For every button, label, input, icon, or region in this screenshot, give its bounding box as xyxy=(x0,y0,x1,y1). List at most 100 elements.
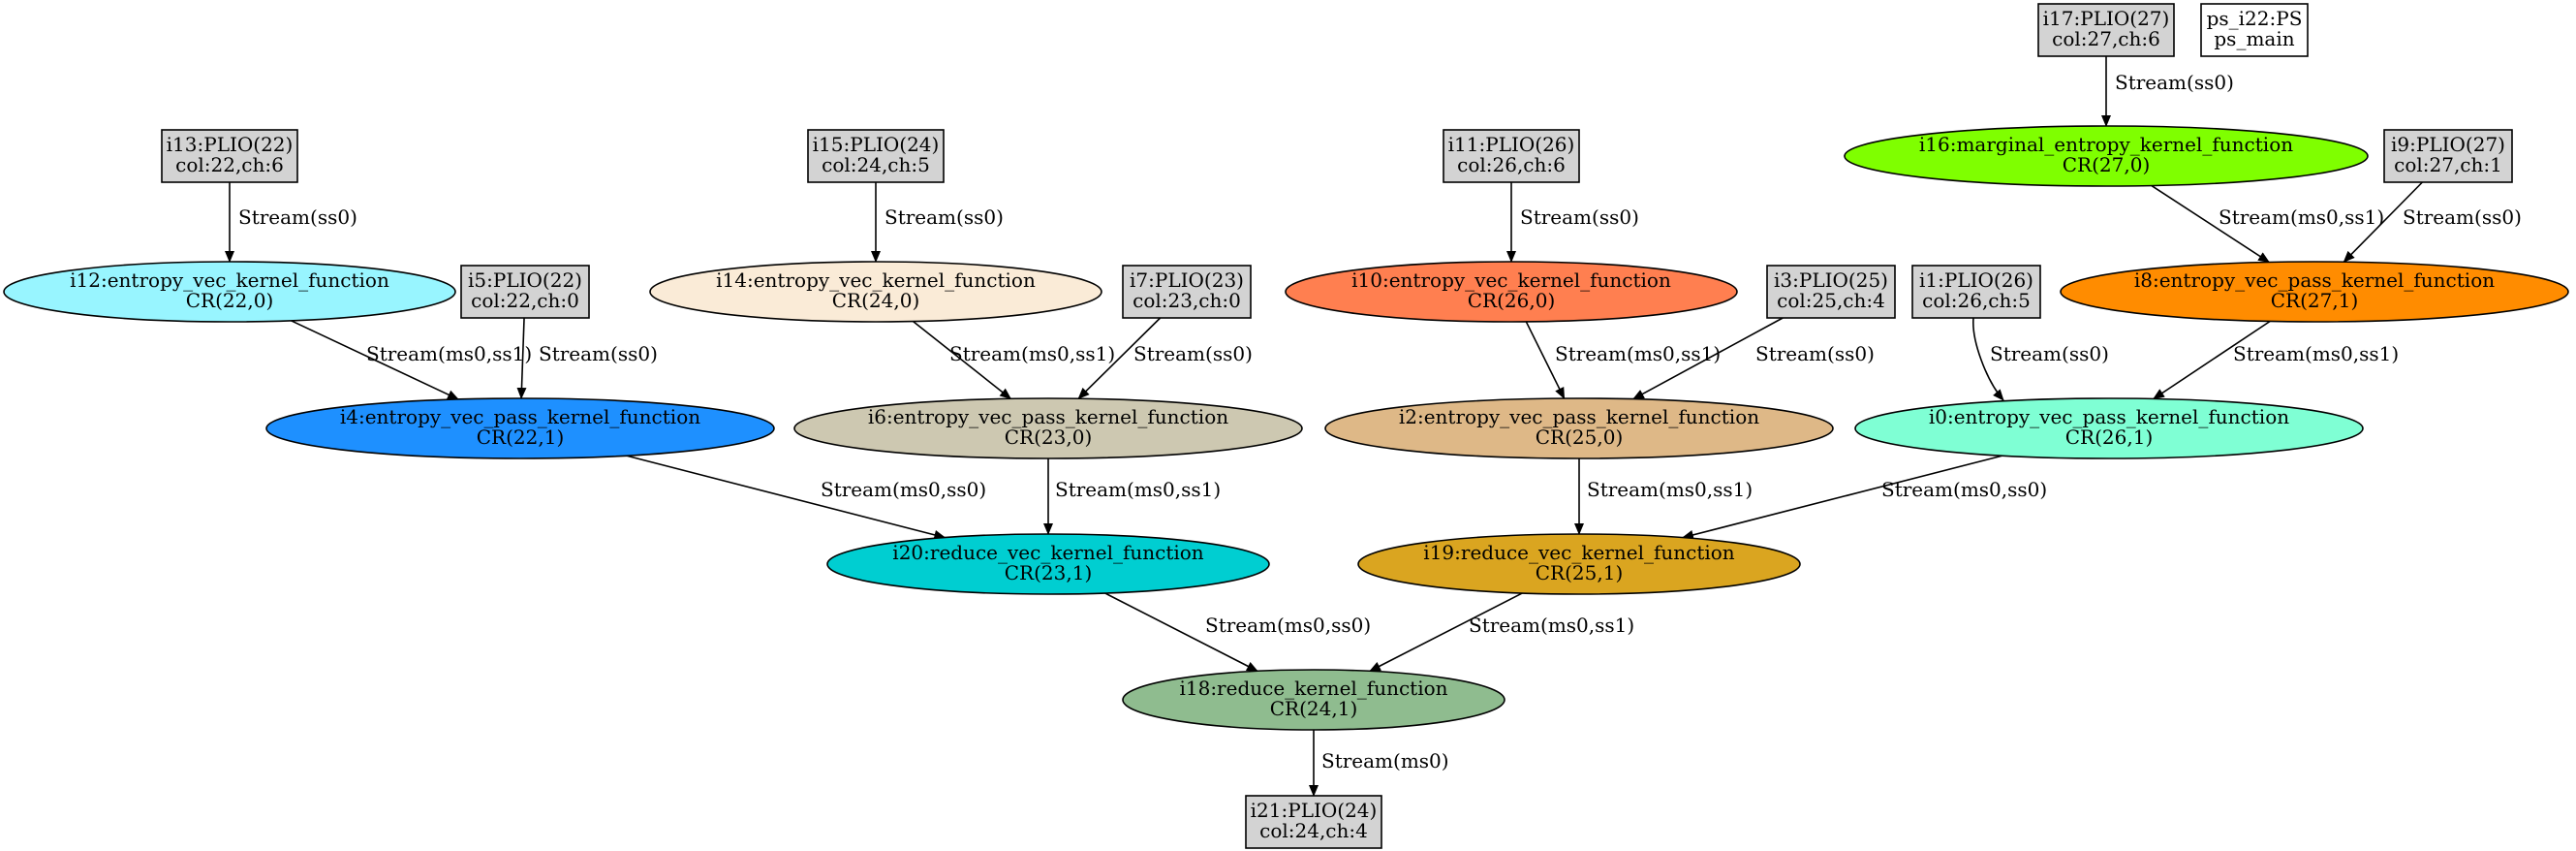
node-i13-label-0: i13:PLIO(22) xyxy=(167,133,294,156)
edge-i19-i18: Stream(ms0,ss1) xyxy=(1369,592,1634,673)
node-i8-label-0: i8:entropy_vec_pass_kernel_function xyxy=(2134,268,2495,292)
node-ps_i22-label-1: ps_main xyxy=(2214,27,2294,50)
edge-i16-i8: Stream(ms0,ss1) xyxy=(2151,184,2384,264)
node-i18-shape xyxy=(1122,669,1505,731)
node-i20-label-0: i20:reduce_vec_kernel_function xyxy=(892,541,1204,564)
node-i11: i11:PLIO(26)col:26,ch:6 xyxy=(1443,129,1580,183)
edge-i5-i4-line xyxy=(516,317,527,399)
node-i14-label-0: i14:entropy_vec_kernel_function xyxy=(716,268,1036,292)
edge-i0-i19-label: Stream(ms0,ss0) xyxy=(1881,478,2047,501)
edge-i18-i21: Stream(ms0) xyxy=(1309,730,1449,797)
node-i9: i9:PLIO(27)col:27,ch:1 xyxy=(2383,129,2513,183)
node-i10-label-1: CR(26,0) xyxy=(1468,289,1556,312)
edge-i2-i19: Stream(ms0,ss1) xyxy=(1574,458,1753,535)
node-i3-label-0: i3:PLIO(25) xyxy=(1774,268,1888,292)
node-i14-label-1: CR(24,0) xyxy=(832,289,920,312)
edge-i14-i6-label: Stream(ms0,ss1) xyxy=(949,342,1115,365)
edge-i7-i6-line xyxy=(1077,317,1162,399)
node-i20-shape xyxy=(826,533,1270,595)
edge-i5-i4-label: Stream(ss0) xyxy=(539,342,658,365)
edge-i12-i4: Stream(ms0,ss1) xyxy=(291,320,532,400)
node-i17: i17:PLIO(27)col:27,ch:6 xyxy=(2037,3,2175,57)
node-i4-label-0: i4:entropy_vec_pass_kernel_function xyxy=(340,405,700,428)
node-i4: i4:entropy_vec_pass_kernel_functionCR(22… xyxy=(265,397,775,459)
edge-i7-i6: Stream(ss0) xyxy=(1077,317,1253,399)
edge-i5-i4: Stream(ss0) xyxy=(516,317,658,399)
node-i1-label-0: i1:PLIO(26) xyxy=(1919,268,2033,292)
edge-i1-i0: Stream(ss0) xyxy=(1972,317,2109,401)
edge-i20-i18: Stream(ms0,ss0) xyxy=(1104,592,1371,673)
node-i18-label-0: i18:reduce_kernel_function xyxy=(1179,677,1447,700)
edge-i0-i19: Stream(ms0,ss0) xyxy=(1681,455,2047,540)
node-i0-label-0: i0:entropy_vec_pass_kernel_function xyxy=(1929,405,2289,428)
node-i19-label-1: CR(25,1) xyxy=(1536,561,1624,584)
node-i15: i15:PLIO(24)col:24,ch:5 xyxy=(807,129,945,183)
edge-i14-i6: Stream(ms0,ss1) xyxy=(913,320,1115,399)
edge-i11-i10-label: Stream(ss0) xyxy=(1520,205,1639,229)
node-i13: i13:PLIO(22)col:22,ch:6 xyxy=(161,129,298,183)
edge-i12-i4-label: Stream(ms0,ss1) xyxy=(366,342,532,365)
node-i7: i7:PLIO(23)col:23,ch:0 xyxy=(1122,265,1252,319)
node-i15-label-0: i15:PLIO(24) xyxy=(813,133,940,156)
node-i2-label-0: i2:entropy_vec_pass_kernel_function xyxy=(1399,405,1759,428)
edge-i11-i10: Stream(ss0) xyxy=(1506,182,1639,263)
node-i3-label-1: col:25,ch:4 xyxy=(1777,289,1885,312)
node-i9-label-0: i9:PLIO(27) xyxy=(2391,133,2505,156)
node-i15-shape xyxy=(807,129,945,183)
edge-i6-i20: Stream(ms0,ss1) xyxy=(1043,458,1221,535)
edge-i18-i21-label: Stream(ms0) xyxy=(1321,749,1449,772)
node-i5-shape xyxy=(460,265,590,319)
nodes-layer: i17:PLIO(27)col:27,ch:6ps_i22:PSps_maini… xyxy=(3,3,2569,849)
node-i13-shape xyxy=(161,129,298,183)
node-i0: i0:entropy_vec_pass_kernel_functionCR(26… xyxy=(1854,397,2364,459)
node-i9-shape xyxy=(2383,129,2513,183)
edge-i1-i0-line xyxy=(1972,317,2004,401)
edge-i10-i2-label: Stream(ms0,ss1) xyxy=(1555,342,1721,365)
node-i2-shape xyxy=(1324,397,1834,459)
edge-i10-i2: Stream(ms0,ss1) xyxy=(1525,321,1721,399)
node-i2-label-1: CR(25,0) xyxy=(1536,426,1624,449)
node-i4-shape xyxy=(265,397,775,459)
node-i7-label-1: col:23,ch:0 xyxy=(1133,289,1241,312)
edge-i9-i8: Stream(ss0) xyxy=(2343,181,2522,263)
node-i10-label-0: i10:entropy_vec_kernel_function xyxy=(1351,268,1671,292)
edge-i6-i20-label: Stream(ms0,ss1) xyxy=(1055,478,1221,501)
edge-i12-i4-line xyxy=(291,320,459,400)
edge-i3-i2-label: Stream(ss0) xyxy=(1755,342,1875,365)
edge-i15-i14: Stream(ss0) xyxy=(871,182,1004,263)
node-i8-shape xyxy=(2060,261,2569,323)
node-i7-label-0: i7:PLIO(23) xyxy=(1130,268,1244,292)
node-i21-label-0: i21:PLIO(24) xyxy=(1251,799,1378,822)
edge-i15-i14-label: Stream(ss0) xyxy=(885,205,1004,229)
node-i16-label-0: i16:marginal_entropy_kernel_function xyxy=(1919,133,2293,156)
edge-i17-i16: Stream(ss0) xyxy=(2101,56,2234,127)
edge-i20-i18-line xyxy=(1104,592,1258,673)
node-i4-label-1: CR(22,1) xyxy=(477,426,565,449)
node-i12-label-1: CR(22,0) xyxy=(186,289,274,312)
node-i1-shape xyxy=(1911,265,2041,319)
node-i6-label-1: CR(23,0) xyxy=(1005,426,1093,449)
node-i8: i8:entropy_vec_pass_kernel_functionCR(27… xyxy=(2060,261,2569,323)
node-i18-label-1: CR(24,1) xyxy=(1270,697,1358,720)
node-i11-label-1: col:26,ch:6 xyxy=(1457,153,1566,176)
edge-i9-i8-line xyxy=(2343,181,2423,263)
node-i0-label-1: CR(26,1) xyxy=(2065,426,2154,449)
node-i0-shape xyxy=(1854,397,2364,459)
node-i16-shape xyxy=(1844,125,2369,187)
node-i21: i21:PLIO(24)col:24,ch:4 xyxy=(1245,795,1382,849)
node-i19-label-0: i19:reduce_vec_kernel_function xyxy=(1423,541,1735,564)
node-i12-label-0: i12:entropy_vec_kernel_function xyxy=(70,268,389,292)
node-i13-label-1: col:22,ch:6 xyxy=(175,153,284,176)
node-i8-label-1: CR(27,1) xyxy=(2271,289,2359,312)
node-i6: i6:entropy_vec_pass_kernel_functionCR(23… xyxy=(793,397,1303,459)
node-i2: i2:entropy_vec_pass_kernel_functionCR(25… xyxy=(1324,397,1834,459)
node-i16: i16:marginal_entropy_kernel_functionCR(2… xyxy=(1844,125,2369,187)
edge-i9-i8-label: Stream(ss0) xyxy=(2403,205,2522,229)
node-i1-label-1: col:26,ch:5 xyxy=(1922,289,2031,312)
edge-i16-i8-label: Stream(ms0,ss1) xyxy=(2219,205,2384,229)
node-i9-label-1: col:27,ch:1 xyxy=(2394,153,2502,176)
